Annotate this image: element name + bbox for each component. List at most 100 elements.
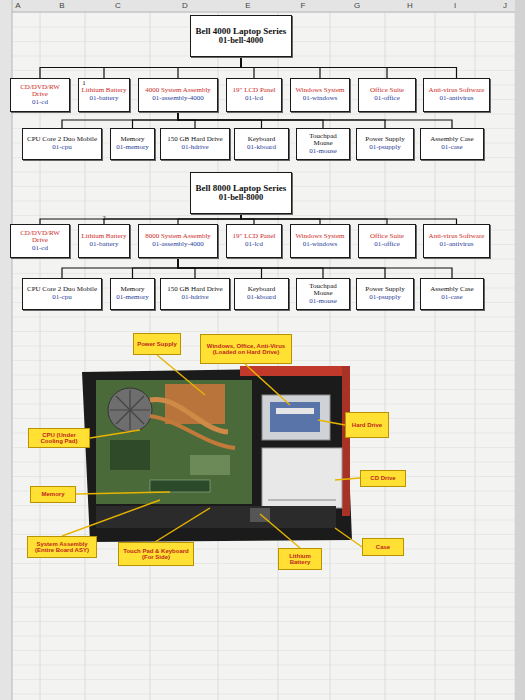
component-box: 19" LCD Panel01-lcd	[226, 224, 282, 258]
part-name: CPU Core 2 Duo Mobile	[27, 136, 97, 144]
callout-text: CPU (Under Cooling Pad)	[31, 432, 87, 445]
component-box: Windows System01-windows	[290, 224, 350, 258]
callout-box: Memory	[30, 486, 76, 503]
part-name: Anti-virus Software	[429, 87, 485, 95]
quantity-number: 2	[100, 214, 108, 222]
part-code: 01-windows	[303, 241, 338, 249]
callout-text: Power Supply	[137, 341, 177, 347]
part-name: CD/DVD/RW Drive	[13, 84, 67, 99]
component-box: Anti-virus Software01-antivirus	[423, 224, 490, 258]
subcomponent-box: Touchpad Mouse01-mouse	[296, 278, 350, 310]
part-code: 01-mouse	[309, 148, 337, 156]
part-code: 01-case	[441, 144, 462, 152]
tree-connector	[178, 112, 452, 128]
laptop-photo	[96, 506, 336, 528]
subcomponent-box: Memory01-memory	[110, 128, 155, 160]
column-header: A	[8, 1, 28, 10]
callout-box: Power Supply	[133, 333, 181, 355]
column-header: B	[52, 1, 72, 10]
laptop-photo	[108, 388, 152, 432]
laptop-photo	[318, 420, 345, 425]
callout-box: Touch Pad & Keyboard (For Side)	[118, 542, 194, 566]
component-box: Office Suite01-office	[358, 224, 416, 258]
subcomponent-box: Memory01-memory	[110, 278, 155, 310]
column-header: G	[347, 1, 367, 10]
subcomponent-box: CPU Core 2 Duo Mobile01-cpu	[22, 128, 102, 160]
subcomponent-box: Keyboard01-kboard	[234, 128, 289, 160]
part-name: Assembly Case	[430, 286, 473, 294]
tree-connector	[40, 57, 241, 78]
component-box: Office Suite01-office	[358, 78, 416, 112]
part-code: 01-battery	[90, 241, 119, 249]
laptop-photo	[116, 396, 144, 424]
column-header: C	[108, 1, 128, 10]
column-header: I	[445, 1, 465, 10]
part-name: Touchpad Mouse	[299, 133, 347, 148]
laptop-photo	[90, 430, 140, 438]
component-box: 19" LCD Panel01-lcd	[226, 78, 282, 112]
spreadsheet-grid	[0, 12, 525, 700]
subcomponent-box: Assembly Case01-case	[420, 128, 484, 160]
laptop-photo	[342, 366, 350, 516]
quantity-number: 1	[80, 79, 88, 87]
part-name: Lithium Battery	[82, 233, 127, 241]
part-code: 01-psupply	[369, 294, 401, 302]
part-code: 01-cd	[32, 99, 48, 107]
subcomponent-box: Power Supply01-psupply	[356, 278, 414, 310]
component-box: Lithium Battery01-battery	[78, 78, 130, 112]
part-code: 01-lcd	[245, 241, 263, 249]
callout-box: Lithium Battery	[278, 548, 322, 570]
part-code: 01-assembly-4000	[152, 95, 204, 103]
laptop-photo	[82, 368, 352, 542]
tree-connector	[241, 57, 457, 78]
part-name: Memory	[120, 286, 144, 294]
laptop-photo	[150, 480, 210, 492]
subcomponent-box: Keyboard01-kboard	[234, 278, 289, 310]
part-name: Windows System	[296, 87, 345, 95]
part-code: 01-antivirus	[440, 95, 474, 103]
column-header: F	[293, 1, 313, 10]
callout-box: Windows, Office, Anti-Virus (Loaded on H…	[200, 334, 292, 364]
laptop-photo	[260, 514, 300, 548]
callout-text: Case	[376, 544, 390, 550]
component-box: Anti-virus Software01-antivirus	[423, 78, 490, 112]
laptop-photo	[276, 408, 314, 414]
component-box: CD/DVD/RW Drive01-cd	[10, 224, 70, 258]
part-code: 01-hdrive	[181, 144, 208, 152]
part-name: Windows System	[296, 233, 345, 241]
part-code: 01-hdrive	[181, 294, 208, 302]
spreadsheet-grid	[0, 0, 525, 12]
laptop-photo	[116, 396, 144, 424]
laptop-photo	[96, 380, 252, 504]
part-name: Power Supply	[365, 286, 404, 294]
tree-connector	[40, 214, 241, 224]
callout-box: CD Drive	[360, 470, 406, 487]
spreadsheet-grid	[0, 12, 525, 13]
part-code: 01-cd	[32, 245, 48, 253]
part-name: 19" LCD Panel	[233, 87, 276, 95]
part-name: Lithium Battery	[82, 87, 127, 95]
tree-connector	[133, 112, 179, 128]
tree-connector	[62, 258, 178, 278]
part-code: 01-psupply	[369, 144, 401, 152]
laptop-photo	[150, 416, 235, 448]
component-box: CD/DVD/RW Drive01-cd	[10, 78, 70, 112]
callout-text: Memory	[41, 491, 64, 497]
tree-connector	[178, 57, 241, 78]
part-name: Bell 4000 Laptop Series	[196, 27, 287, 37]
laptop-photo	[76, 492, 170, 494]
laptop-photo	[150, 400, 228, 432]
part-name: Anti-virus Software	[429, 233, 485, 241]
tree-connector	[178, 258, 452, 278]
laptop-photo	[270, 402, 320, 432]
part-code: 01-antivirus	[440, 241, 474, 249]
part-code: 01-memory	[116, 294, 149, 302]
laptop-photo	[110, 440, 150, 470]
laptop-photo	[62, 355, 362, 548]
laptop-photo	[335, 528, 362, 547]
series-title-box: Bell 8000 Laptop Series01-bell-8000	[190, 172, 292, 214]
laptop-photo	[335, 478, 360, 480]
component-box: Windows System01-windows	[290, 78, 350, 112]
